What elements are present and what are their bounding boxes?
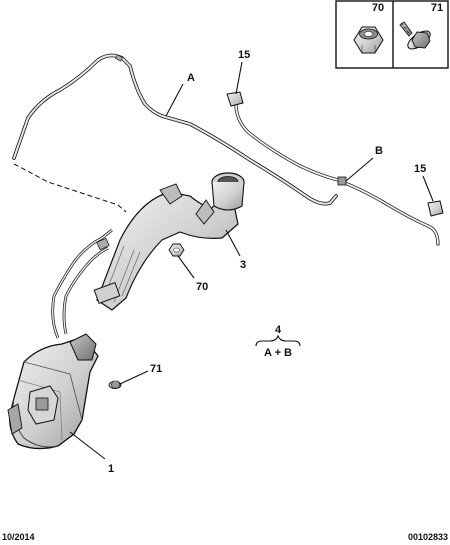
inset-label-71: 71 bbox=[431, 2, 443, 14]
callout-3: 3 bbox=[240, 259, 246, 271]
callout-15-right: 15 bbox=[414, 163, 426, 175]
tank-hoses bbox=[51, 228, 113, 339]
callout-a: A bbox=[187, 72, 195, 84]
dashed-link-line bbox=[13, 163, 127, 213]
footer-date: 10/2014 bbox=[2, 532, 35, 542]
cap-15-left bbox=[226, 91, 244, 107]
hex-nut-icon bbox=[353, 26, 384, 54]
filler-neck bbox=[93, 172, 245, 311]
footer-reference: 00102833 bbox=[408, 532, 448, 542]
callout-70: 70 bbox=[196, 281, 208, 293]
connector-b bbox=[337, 176, 347, 186]
hose-b bbox=[234, 102, 440, 246]
screw-71-part bbox=[108, 380, 122, 389]
callout-71: 71 bbox=[150, 363, 162, 375]
callout-4: 4 bbox=[275, 324, 282, 336]
callout-15-left: 15 bbox=[238, 49, 250, 61]
callout-labels: A B 15 15 3 70 71 1 4 A + B bbox=[108, 49, 426, 475]
cap-15-right bbox=[427, 200, 444, 217]
nut-70-part bbox=[168, 243, 185, 257]
reservoir-tank bbox=[7, 333, 99, 450]
callout-b: B bbox=[375, 145, 383, 157]
hose-a bbox=[12, 53, 338, 206]
callout-4-sub: A + B bbox=[264, 347, 292, 359]
callout-1: 1 bbox=[108, 463, 114, 475]
leader-lines bbox=[69, 61, 434, 460]
inset-label-70: 70 bbox=[372, 2, 384, 14]
brace-4 bbox=[255, 334, 301, 347]
fastener-inset: 70 71 bbox=[335, 0, 449, 69]
flanged-screw-icon bbox=[399, 21, 431, 50]
